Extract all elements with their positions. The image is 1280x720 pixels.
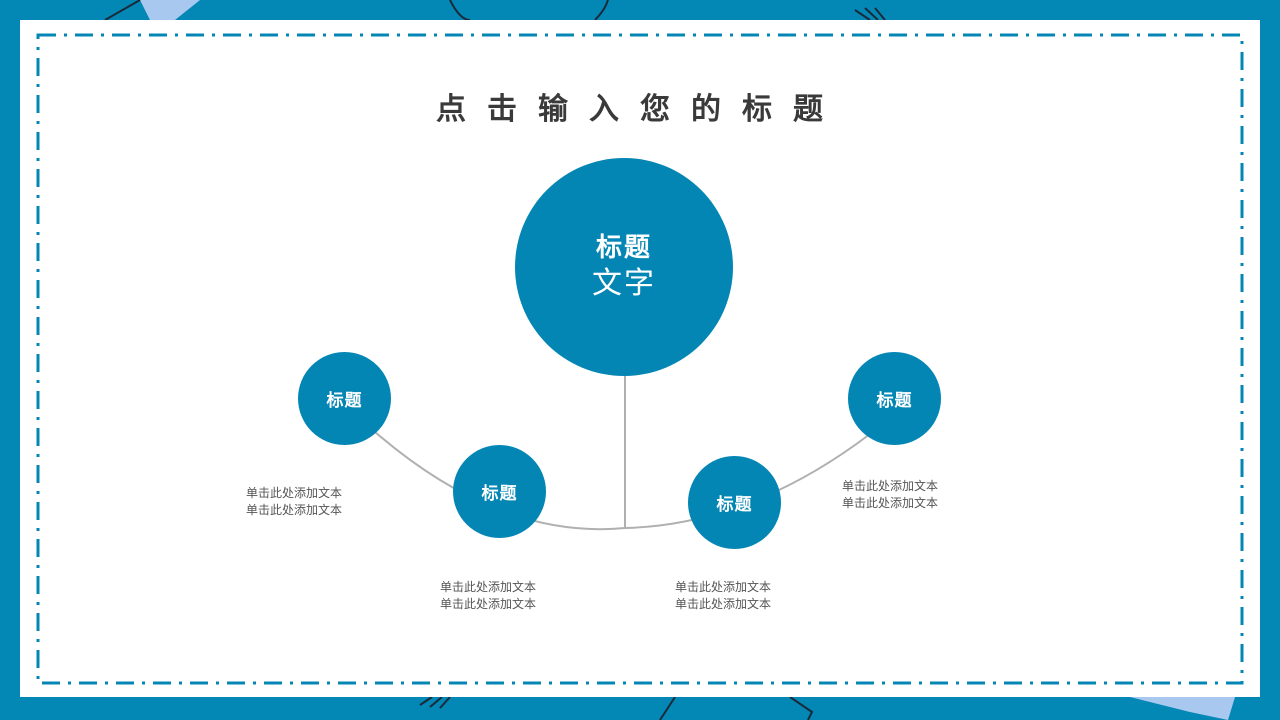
node-text-line: 单击此处添加文本 <box>842 496 939 510</box>
node-text-line: 单击此处添加文本 <box>675 580 772 594</box>
node-text-4[interactable]: 单击此处添加文本 单击此处添加文本 <box>842 478 992 512</box>
node-text-2[interactable]: 单击此处添加文本 单击此处添加文本 <box>440 579 590 613</box>
node-circle-3[interactable]: 标题 <box>688 456 781 549</box>
node-text-3[interactable]: 单击此处添加文本 单击此处添加文本 <box>675 579 825 613</box>
node-text-line: 单击此处添加文本 <box>842 479 939 493</box>
arc-connector <box>374 431 871 531</box>
node-circle-4[interactable]: 标题 <box>848 352 941 445</box>
main-circle-subtitle: 文字 <box>592 266 656 301</box>
node-text-line: 单击此处添加文本 <box>440 597 537 611</box>
dashed-frame <box>36 33 1244 685</box>
node-text-1[interactable]: 单击此处添加文本 单击此处添加文本 <box>246 485 396 519</box>
node-text-line: 单击此处添加文本 <box>675 597 772 611</box>
slide-canvas: 点击输入您的标题 标题 文字 标题 标题 标题 标题 单击此处添加文本 单击此处… <box>20 20 1260 697</box>
node-text-line: 单击此处添加文本 <box>246 503 343 517</box>
node-circle-1[interactable]: 标题 <box>298 352 391 445</box>
node-circle-2[interactable]: 标题 <box>453 445 546 538</box>
main-circle[interactable]: 标题 文字 <box>515 158 733 376</box>
slide-title[interactable]: 点击输入您的标题 <box>436 92 844 127</box>
node-text-line: 单击此处添加文本 <box>440 580 537 594</box>
node-text-line: 单击此处添加文本 <box>246 486 343 500</box>
main-circle-title: 标题 <box>595 233 652 263</box>
